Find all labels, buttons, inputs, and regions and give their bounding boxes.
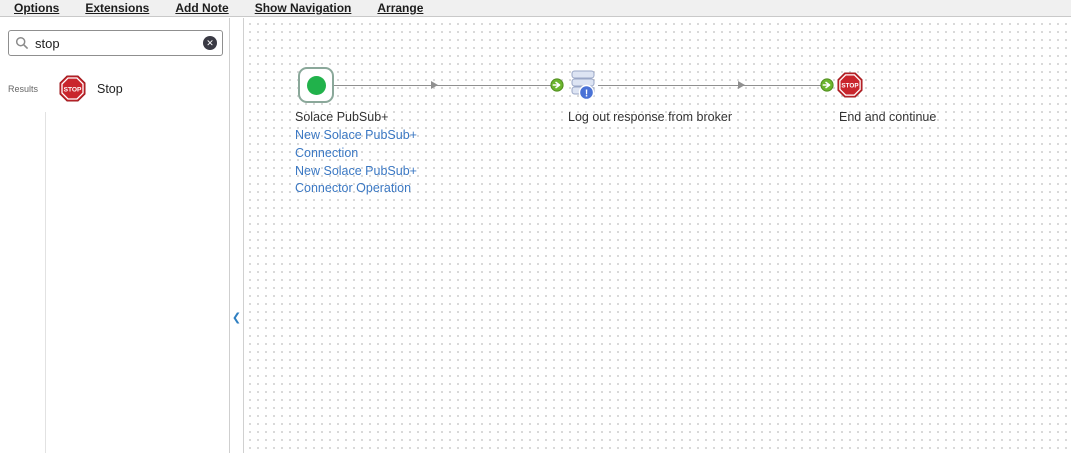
menu-arrange[interactable]: Arrange: [377, 1, 424, 15]
flow-node-broker-response[interactable]: !: [568, 69, 598, 106]
results-label: Results: [8, 84, 39, 94]
svg-text:!: !: [585, 88, 588, 99]
connector-arrowhead-1: [431, 81, 438, 89]
results-divider: [45, 112, 46, 453]
green-arrow-badge-icon[interactable]: [550, 78, 564, 92]
process-canvas[interactable]: Solace PubSub+ New Solace PubSub+ Connec…: [243, 18, 1071, 453]
node-config-links: New Solace PubSub+ Connection New Solace…: [295, 127, 437, 198]
flow-node-solace-pubsub[interactable]: [298, 67, 334, 103]
stop-sign-icon: STOP: [837, 72, 863, 98]
menu-extensions[interactable]: Extensions: [85, 1, 150, 15]
sidebar-collapse-chevron-icon[interactable]: ❮: [231, 312, 242, 324]
shapes-search-sidebar: ✕ Results STOP Stop: [0, 18, 230, 453]
solace-green-dot-icon: [306, 75, 326, 95]
node-title-stop: End and continue: [839, 110, 937, 124]
broker-response-icon: !: [571, 70, 595, 101]
search-result-stop-shape[interactable]: STOP Stop: [59, 75, 123, 102]
menu-show-navigation[interactable]: Show Navigation: [254, 1, 352, 15]
svg-text:STOP: STOP: [64, 86, 82, 93]
top-menu-bar: Options Extensions Add Note Show Navigat…: [0, 0, 1071, 17]
search-box: ✕: [8, 30, 223, 56]
new-operation-link[interactable]: New Solace PubSub+ Connector Operation: [295, 163, 417, 196]
connector-arrowhead-2: [738, 81, 745, 89]
clear-search-icon[interactable]: ✕: [203, 36, 217, 50]
menu-add-note[interactable]: Add Note: [175, 1, 229, 15]
connector-line-2: [598, 85, 821, 86]
green-arrow-badge-icon[interactable]: [820, 78, 834, 92]
node-title-solace: Solace PubSub+: [295, 110, 389, 124]
node-title-broker-response: Log out response from broker: [568, 110, 732, 124]
search-input[interactable]: [8, 30, 223, 56]
svg-text:STOP: STOP: [841, 83, 859, 90]
result-label: Stop: [97, 81, 123, 96]
new-connection-link[interactable]: New Solace PubSub+ Connection: [295, 128, 417, 160]
stop-sign-icon: STOP: [59, 75, 86, 102]
menu-options[interactable]: Options: [14, 1, 60, 15]
connector-line-1: [334, 85, 553, 86]
flow-node-stop[interactable]: STOP: [837, 72, 863, 103]
search-icon: [15, 36, 29, 50]
